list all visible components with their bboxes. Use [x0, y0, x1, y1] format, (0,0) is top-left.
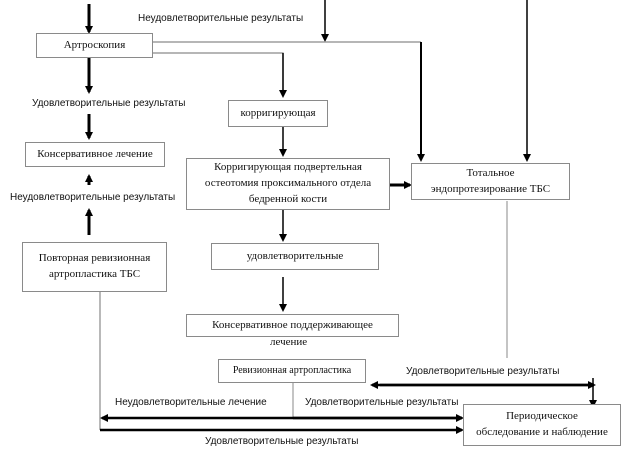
node-total-arthroplasty: Тотальное эндопротезирование ТБС [411, 163, 570, 200]
node-repeat-revision: Повторная ревизионная артропластика ТБС [22, 242, 167, 292]
node-maintenance: Консервативное поддерживающее [186, 314, 399, 337]
node-periodic-line2: обследование и наблюдение [476, 426, 608, 438]
node-conservative-treatment: Консервативное лечение [25, 142, 165, 167]
node-satisfactory-text: удовлетворительные [246, 249, 344, 262]
label-left-unsatisfactory: Неудовлетворительные результаты [10, 192, 176, 203]
node-maintenance-line2: лечение [270, 336, 308, 348]
node-repeat-line2: артропластика ТБС [48, 268, 141, 280]
node-total-line2: эндопротезирование ТБС [430, 182, 551, 195]
node-maintenance-line1: Консервативное поддерживающее [212, 318, 373, 331]
label-left-satisfactory: Удовлетворительные результаты [32, 98, 186, 109]
node-periodic-line1: Периодическое [506, 410, 578, 423]
node-repeat-line1: Повторная ревизионная [38, 252, 151, 265]
node-revision-arthroplasty: Ревизионная артропластика [218, 359, 366, 383]
node-corrective: корригирующая [228, 100, 328, 127]
label-bottom-satisfactory-right: Удовлетворительные результаты [406, 366, 560, 377]
node-satisfactory: удовлетворительные [211, 243, 379, 270]
line-arthroscopy-to-corrective [153, 52, 284, 90]
node-total-line1: Тотальное [466, 166, 515, 179]
node-conservative-text: Консервативное лечение [37, 147, 153, 160]
label-top-unsatisfactory: Неудовлетворительные результаты [138, 13, 304, 24]
label-bottom-satisfactory-mid: Удовлетворительные результаты [305, 397, 459, 408]
node-osteotomy-line2: остеотомия проксимального отдела [204, 177, 372, 190]
node-arthroscopy-text: Артроскопия [63, 38, 126, 51]
node-periodic-observation: Периодическое обследование и наблюдение [463, 404, 621, 446]
label-bottom-satisfactory-low: Удовлетворительные результаты [205, 436, 359, 447]
label-bottom-unsatisfactory-treatment: Неудовлетворительные лечение [115, 397, 267, 408]
node-osteotomy: Корригирующая подвертельная остеотомия п… [186, 158, 390, 210]
node-corrective-text: корригирующая [240, 106, 316, 119]
node-arthroscopy: Артроскопия [36, 33, 153, 58]
node-osteotomy-line1: Корригирующая подвертельная [214, 161, 362, 174]
node-osteotomy-line3: бедренной кости [248, 192, 328, 205]
node-revision-text: Ревизионная артропластика [232, 364, 352, 376]
